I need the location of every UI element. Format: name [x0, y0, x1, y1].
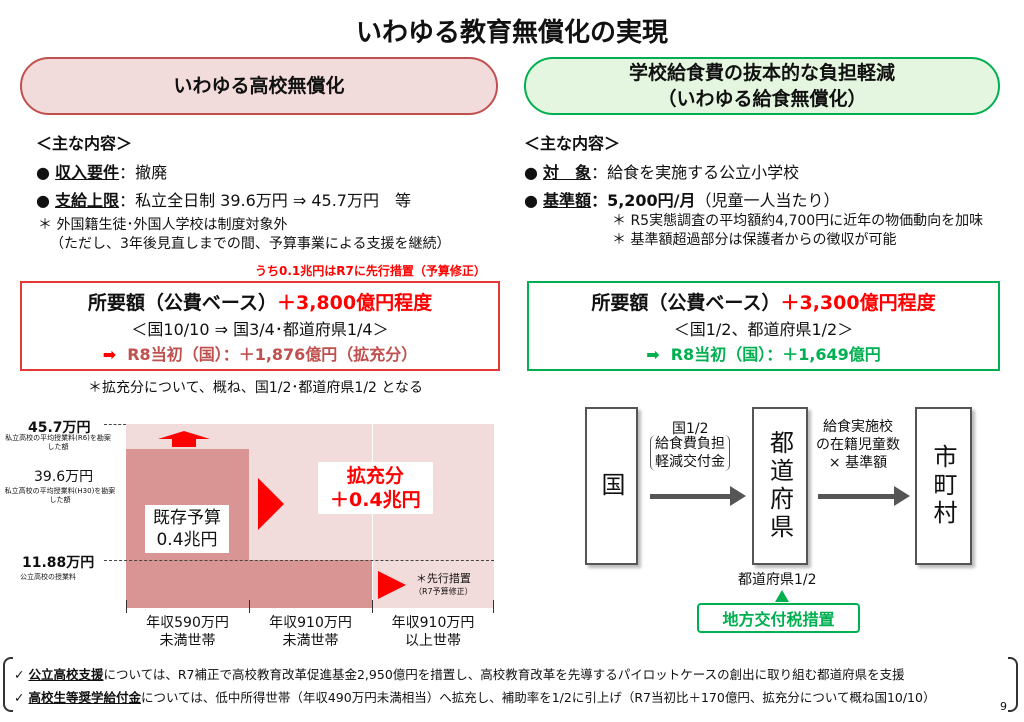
right-arrow-icon	[258, 478, 284, 530]
bullet-text: （児童一人当たり）	[695, 191, 840, 210]
arrow2-text: 給食実施校	[823, 419, 893, 435]
r8-amount: R8当初（国）：＋1,876億円（拡充分）	[127, 344, 418, 364]
cat-text: 年収910万円	[269, 615, 352, 631]
footer-label: 公立高校支援	[28, 667, 104, 682]
expansion-value: ＋0.4兆円	[330, 489, 421, 511]
right-arrow-icon	[378, 571, 406, 599]
bullet-text: ：給食を実施する公立小学校	[591, 163, 800, 182]
cat-text: 年収910万円	[391, 615, 475, 631]
cost-share: ＜国1/2、都道府県1/2＞	[673, 319, 854, 339]
bullet-value: ：5,200円/月	[591, 191, 696, 210]
left-note-1: ＊ 外国籍生徒･外国人学校は制度対象外	[38, 217, 288, 233]
page-number: 9	[1000, 700, 1007, 713]
cat-text: 未満世帯	[159, 633, 216, 649]
right-section: ＜主な内容＞	[524, 134, 621, 153]
arrow2-text: の在籍児童数	[816, 437, 900, 453]
advance-text: ＊先行措置	[415, 572, 471, 585]
pref-share: 都道府県1/2	[738, 572, 817, 588]
bullet-text: ：私立全日制 39.6万円 ⇒ 45.7万円 等	[119, 191, 411, 210]
arrow1-box: 給食費負担軽減交付金	[650, 435, 730, 471]
cat-text: 未満世帯	[282, 633, 339, 649]
right-note-2: ＊ 基準額超過部分は保護者からの徴収が可能	[612, 232, 897, 248]
right-heading-line: 学校給食費の抜本的な負担軽減	[628, 62, 895, 84]
arrow-line	[650, 494, 732, 499]
arrow-right-icon	[730, 486, 746, 506]
cost-label: 所要額（公費ベース）	[87, 291, 277, 314]
left-note-2: （ただし、3年後見直しまでの間、予算事業による支援を継続）	[50, 236, 451, 252]
existing-bar-2	[249, 560, 372, 608]
left-bullet-2: ● 支給上限：私立全日制 39.6万円 ⇒ 45.7万円 等	[36, 191, 411, 210]
arrow-line	[818, 494, 896, 499]
tax-box: 地方交付税措置	[697, 603, 860, 633]
municipality-box: 市町村	[915, 407, 972, 565]
right-note-1: ＊ R5実態調査の平均額約4,700円に近年の物価動向を加味	[612, 213, 984, 229]
right-bullet-1: ● 対 象：給食を実施する公立小学校	[524, 163, 800, 182]
existing-text: 既存予算	[153, 508, 221, 528]
dashed-line	[104, 424, 126, 425]
cat-text: 年収590万円	[146, 615, 229, 631]
r8-amount: R8当初（国）：＋1,649億円	[670, 344, 881, 364]
footer-item-1: ✓ 公立高校支援については、R7補正で高校教育改革促進基金2,950億円を措置し…	[14, 667, 905, 682]
category-1: 年収590万円未満世帯	[126, 614, 249, 650]
left-heading: いわゆる高校無償化	[20, 57, 498, 115]
page-title: いわゆる教育無償化の実現	[355, 18, 668, 48]
bullet-label: 基準額	[543, 191, 592, 210]
cat-text: 以上世帯	[405, 633, 461, 649]
up-arrow-icon	[158, 431, 210, 439]
cost-amount: ＋3,300億円程度	[780, 291, 936, 314]
y-desc: 私立高校の平均授業料(H30)を勘案した額	[4, 487, 116, 504]
category-3: 年収910万円以上世帯	[372, 614, 494, 650]
right-cost-box: 所要額（公費ベース）＋3,300億円程度 ＜国1/2、都道府県1/2＞ ➡ R8…	[527, 281, 1000, 371]
divider	[372, 424, 373, 608]
footer-item-2: ✓ 高校生等奨学給付金については、低中所得世帯（年収490万円未満相当）へ拡充し…	[14, 690, 936, 705]
country-box: 国	[585, 407, 638, 565]
up-arrow-icon	[775, 590, 789, 602]
bracket-left	[3, 657, 13, 712]
bullet-text: ：撤廃	[119, 163, 168, 182]
left-heading-text: いわゆる高校無償化	[173, 75, 345, 97]
cost-share: ＜国10/10 ⇒ 国3/4･都道府県1/4＞	[131, 319, 389, 339]
bullet-label: 対 象	[543, 163, 592, 182]
cost-amount: ＋3,800億円程度	[276, 291, 433, 314]
arrow-right-icon: ➡	[102, 344, 117, 364]
footer-label: 高校生等奨学給付金	[28, 690, 141, 705]
arrow-right-icon	[894, 486, 910, 506]
box-note: ＊拡充分について、概ね、国1/2･都道府県1/2 となる	[88, 380, 423, 396]
y-label-396: 39.6万円	[34, 469, 94, 485]
category-2: 年収910万円未満世帯	[249, 614, 372, 650]
cost-label: 所要額（公費ベース）	[591, 291, 781, 314]
arrow1-text: 給食費負担	[655, 436, 725, 452]
right-heading-line: （いわゆる給食無償化）	[657, 88, 867, 110]
bracket-right	[1008, 657, 1018, 712]
prefecture-box: 都道府県	[752, 407, 808, 565]
expansion-text: 拡充分	[346, 465, 404, 487]
expansion-label: 拡充分＋0.4兆円	[318, 462, 433, 514]
dashed-line	[104, 560, 494, 561]
arrow2-label: 給食実施校の在籍児童数 × 基準額	[816, 418, 900, 472]
footer-text: については、R7補正で高校教育改革促進基金2,950億円を措置し、高校教育改革を…	[103, 667, 905, 682]
bullet-label: 支給上限	[55, 191, 120, 210]
left-bullet-1: ● 収入要件：撤廃	[36, 163, 168, 182]
arrow-right-icon: ➡	[646, 344, 660, 364]
up-arrow-stem	[172, 439, 196, 447]
advance-label: ＊先行措置 （R7予算修正）	[414, 572, 473, 598]
y-desc: 公立高校の授業料	[20, 573, 76, 581]
right-heading: 学校給食費の抜本的な負担軽減 （いわゆる給食無償化）	[524, 57, 1000, 115]
left-section: ＜主な内容＞	[36, 134, 133, 153]
footer-text: については、低中所得世帯（年収490万円未満相当）へ拡充し、補助率を1/2に引上…	[140, 690, 936, 705]
y-label-1188: 11.88万円	[22, 555, 95, 571]
right-bullet-2: ● 基準額：5,200円/月（児童一人当たり）	[524, 191, 840, 210]
arrow1-text: 軽減交付金	[655, 454, 725, 470]
y-desc: 私立高校の平均授業料(R6)を勘案した額	[5, 434, 111, 451]
left-cost-box: 所要額（公費ベース）＋3,800億円程度 ＜国10/10 ⇒ 国3/4･都道府県…	[20, 281, 500, 371]
arrow2-text: × 基準額	[828, 455, 888, 471]
existing-value: 0.4兆円	[156, 530, 218, 550]
y-label-457: 45.7万円	[28, 420, 91, 436]
arrow1-top: 国1/2	[672, 421, 709, 437]
advance-sub: （R7予算修正）	[414, 587, 473, 596]
advance-note: うち0.1兆円はR7に先行措置（予算修正）	[255, 264, 486, 278]
bullet-label: 収入要件	[55, 163, 120, 182]
